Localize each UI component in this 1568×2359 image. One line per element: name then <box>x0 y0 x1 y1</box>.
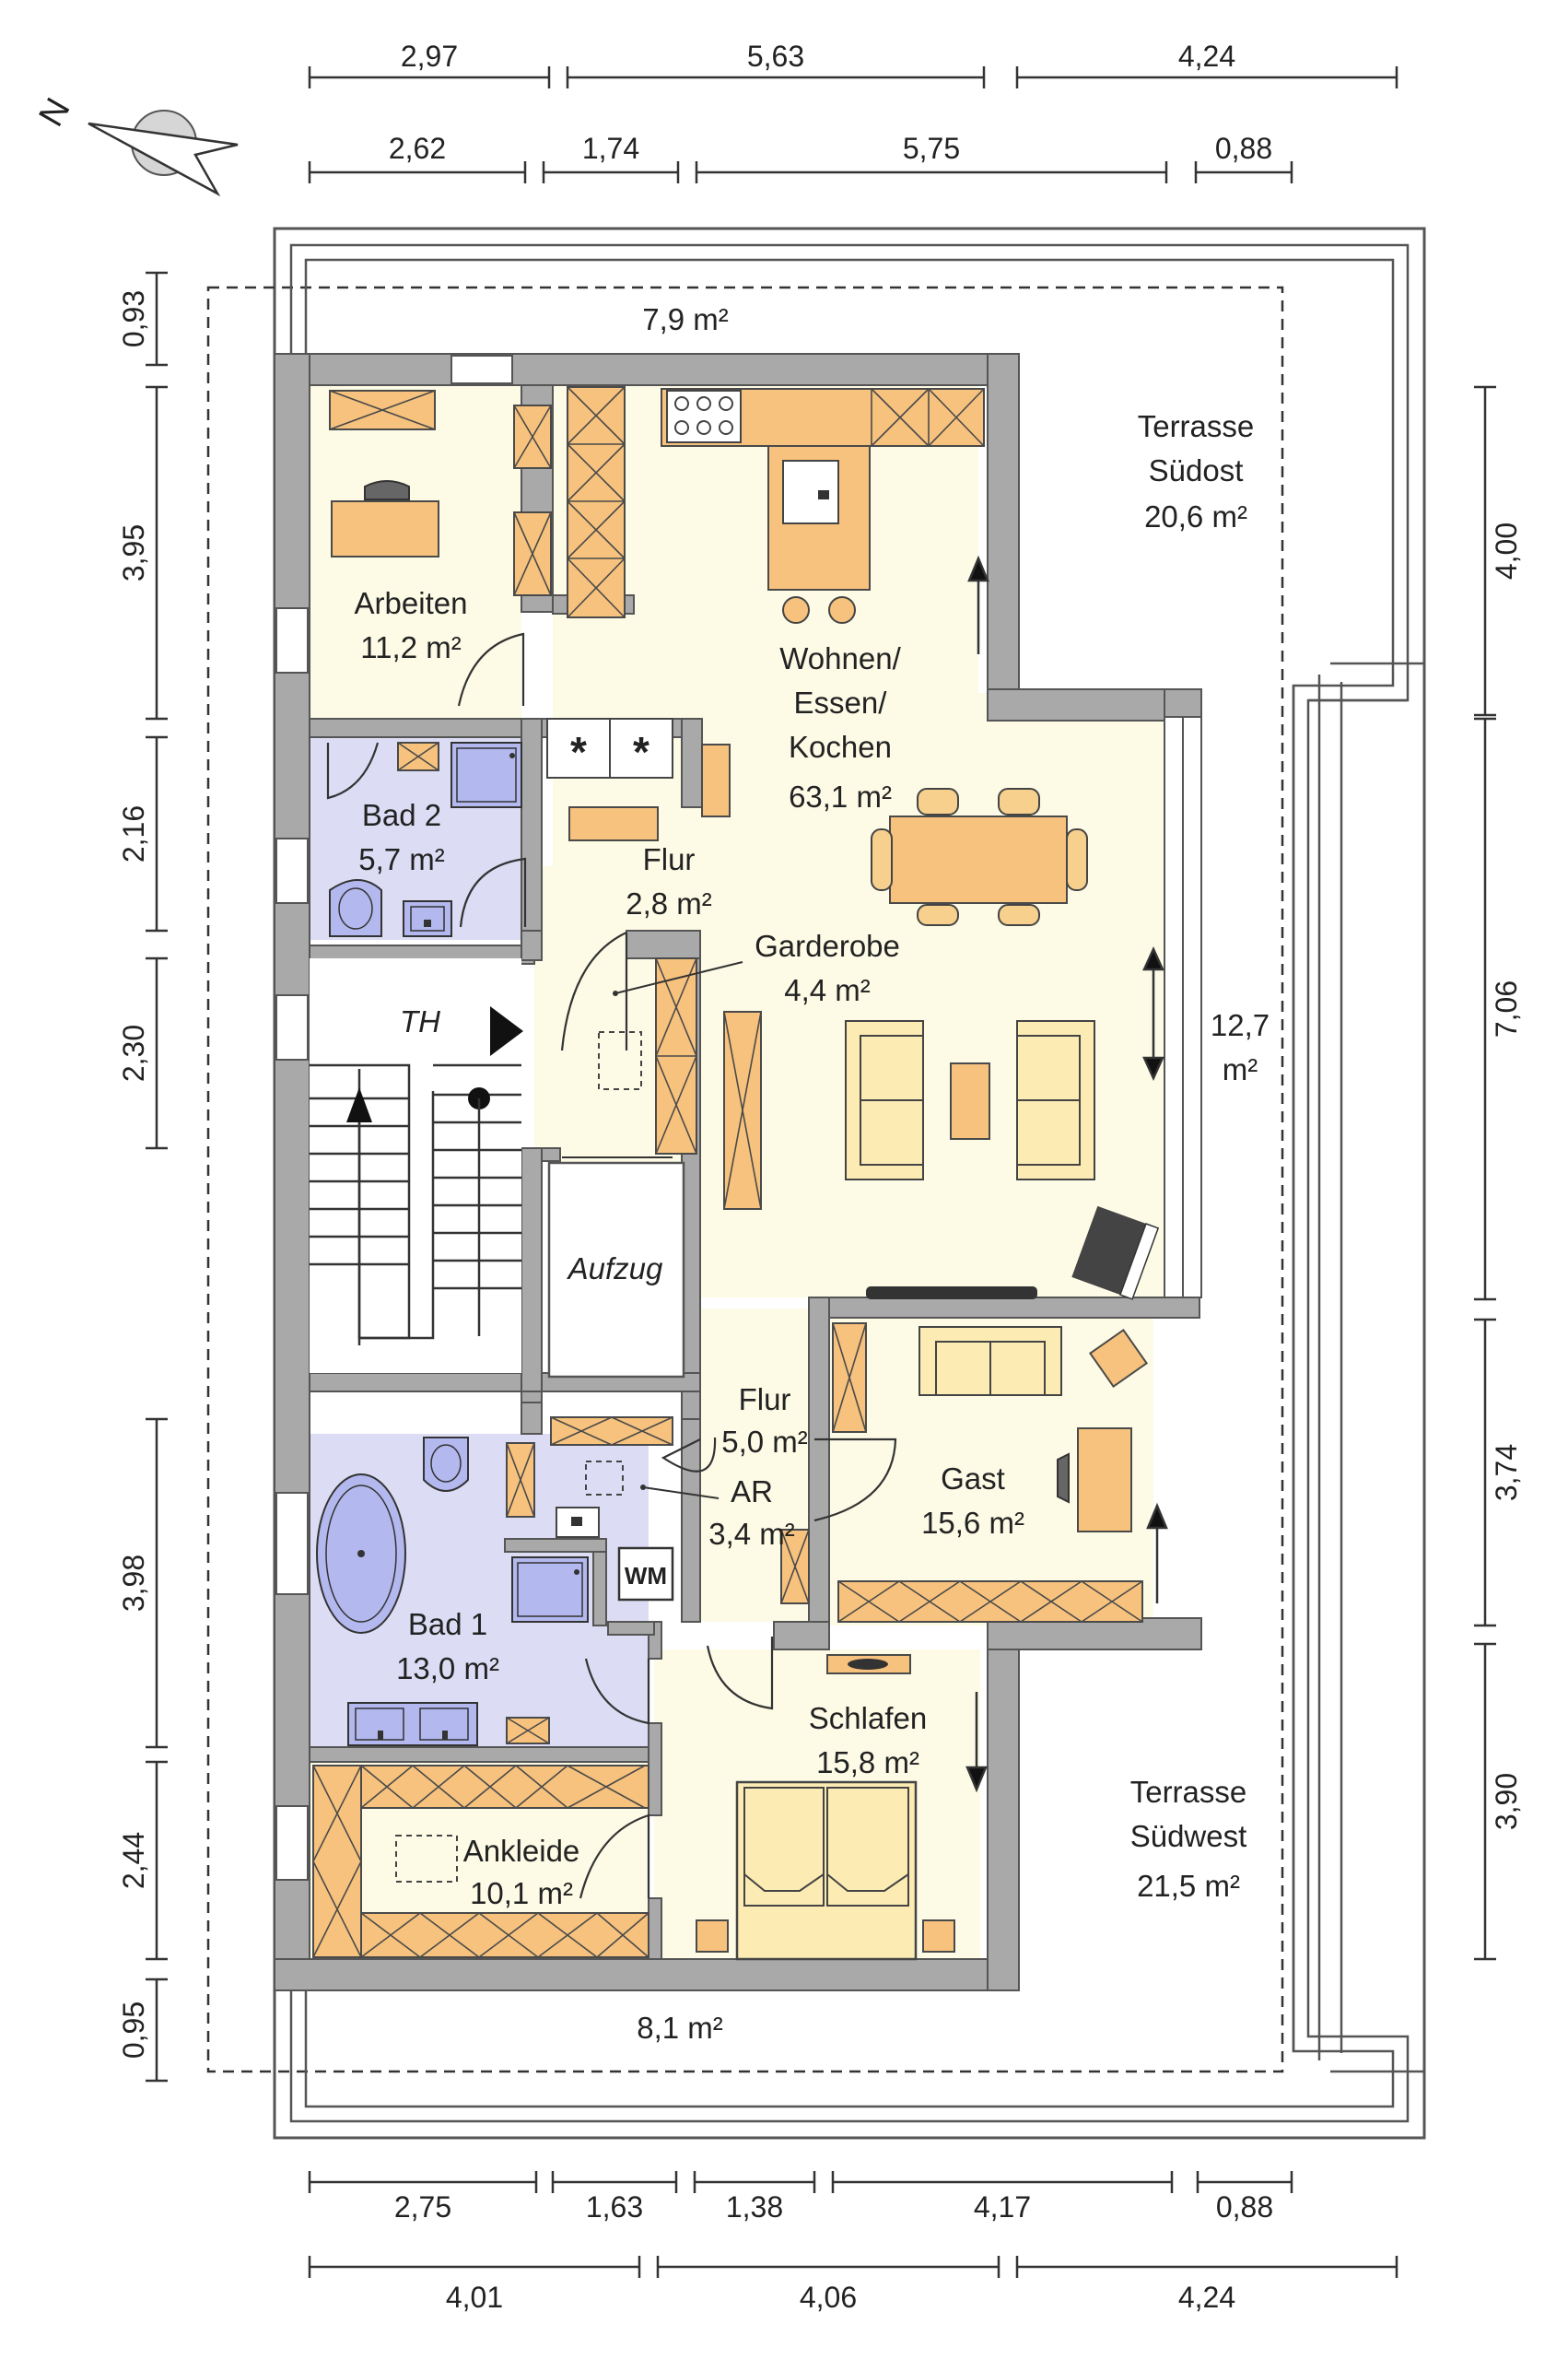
elevator <box>547 1156 685 1379</box>
dim-top-7: 0,88 <box>1215 132 1272 165</box>
dim-left-2: 3,95 <box>117 524 150 581</box>
dim-bottom-2: 1,63 <box>586 2190 643 2224</box>
arbeiten-name: Arbeiten <box>355 586 468 620</box>
schlafen-area: 15,8 m² <box>816 1745 919 1779</box>
balcony-area-line2: m² <box>1223 1052 1258 1086</box>
schlafen-name: Schlafen <box>809 1701 927 1735</box>
svg-text:*: * <box>570 728 587 776</box>
gast-name: Gast <box>941 1461 1005 1496</box>
bad2-name: Bad 2 <box>362 798 441 832</box>
terrace-top-area: 7,9 m² <box>642 302 729 336</box>
bad1-fixtures <box>316 1437 589 1746</box>
terrace-southeast-area: 20,6 m² <box>1144 499 1247 534</box>
ankleide-area: 10,1 m² <box>470 1876 573 1910</box>
schlafen-furniture <box>696 1654 955 1961</box>
terrace-southeast-line2: Südost <box>1149 453 1244 487</box>
terrace-southeast-line1: Terrasse <box>1138 409 1255 443</box>
dim-top-3: 4,24 <box>1178 40 1235 73</box>
wohnen-line2: Essen/ <box>794 686 888 720</box>
living-furniture <box>723 788 1160 1300</box>
dim-bottom-5: 0,88 <box>1216 2190 1273 2224</box>
dim-right-2: 7,06 <box>1490 980 1523 1038</box>
dim-top-2: 5,63 <box>747 40 804 73</box>
bad1-area: 13,0 m² <box>396 1651 499 1685</box>
dim-bottom-8: 4,24 <box>1178 2281 1235 2314</box>
terrace-southwest-area: 21,5 m² <box>1137 1869 1240 1903</box>
balcony-area-line1: 12,7 <box>1211 1008 1270 1042</box>
aufzug-label: Aufzug <box>567 1251 663 1285</box>
dim-top-6: 5,75 <box>903 132 960 165</box>
arbeiten-furniture <box>329 390 552 596</box>
wohnen-area: 63,1 m² <box>789 780 892 814</box>
ankleide-name: Ankleide <box>463 1834 580 1868</box>
dimension-labels: 2,97 5,63 4,24 2,62 1,74 5,75 0,88 2,75 … <box>117 40 1523 2314</box>
terrace-southwest-line2: Südwest <box>1130 1819 1247 1853</box>
ar-fixtures <box>550 1416 810 1604</box>
dim-right-1: 4,00 <box>1490 522 1523 580</box>
bad2-fixtures <box>329 742 522 937</box>
arbeiten-area: 11,2 m² <box>360 630 461 664</box>
ankleide-furniture <box>312 1765 649 1958</box>
dim-top-5: 1,74 <box>582 132 639 165</box>
garderobe-furniture <box>598 957 743 1155</box>
flur-bottom-area: 5,0 m² <box>721 1425 808 1459</box>
bad1-name: Bad 1 <box>408 1607 487 1641</box>
sliding-arrows <box>965 555 1168 1793</box>
ar-area: 3,4 m² <box>708 1517 795 1551</box>
dim-left-5: 3,98 <box>117 1555 150 1612</box>
dim-right-4: 3,90 <box>1490 1773 1523 1830</box>
dim-top-4: 2,62 <box>389 132 446 165</box>
dim-bottom-7: 4,06 <box>800 2281 857 2314</box>
ar-name: AR <box>731 1474 773 1508</box>
dim-bottom-3: 1,38 <box>726 2190 783 2224</box>
dimension-lines <box>146 66 1496 2278</box>
flur-bottom-name: Flur <box>739 1382 791 1416</box>
dim-bottom-4: 4,17 <box>974 2190 1031 2224</box>
dim-left-4: 2,30 <box>117 1025 150 1082</box>
garderobe-name: Garderobe <box>755 929 900 963</box>
garderobe-area: 4,4 m² <box>784 973 871 1007</box>
dim-left-1: 0,93 <box>117 290 150 347</box>
flur-top-name: Flur <box>643 842 696 876</box>
wohnen-line3: Kochen <box>789 730 892 764</box>
dim-bottom-1: 2,75 <box>394 2190 451 2224</box>
dim-right-3: 3,74 <box>1490 1444 1523 1501</box>
gast-furniture <box>832 1322 1149 1623</box>
svg-text:*: * <box>633 728 649 776</box>
gast-area: 15,6 m² <box>921 1506 1024 1540</box>
doors <box>326 632 897 1899</box>
kitchen-furniture: * * <box>546 386 985 841</box>
wohnen-line1: Wohnen/ <box>779 641 901 675</box>
dim-bottom-6: 4,01 <box>446 2281 503 2314</box>
room-labels: 7,9 m² 8,1 m² Terrasse Südost 20,6 m² Te… <box>355 302 1270 2045</box>
flur-top-area: 2,8 m² <box>626 886 712 921</box>
bad2-area: 5,7 m² <box>358 842 445 876</box>
dim-left-7: 0,95 <box>117 2001 150 2059</box>
terrace-southwest-line1: Terrasse <box>1130 1775 1247 1809</box>
terrace-bottom-area: 8,1 m² <box>637 2011 723 2045</box>
staircase <box>310 958 523 1373</box>
compass-north-label: N <box>32 92 78 134</box>
dim-top-1: 2,97 <box>401 40 458 73</box>
compass-icon: N <box>32 92 239 197</box>
terrace-outline <box>206 227 1426 2140</box>
wm-label: WM <box>625 1562 667 1590</box>
th-label: TH <box>400 1004 440 1039</box>
dim-left-6: 2,44 <box>117 1832 150 1889</box>
dim-left-3: 2,16 <box>117 805 150 863</box>
